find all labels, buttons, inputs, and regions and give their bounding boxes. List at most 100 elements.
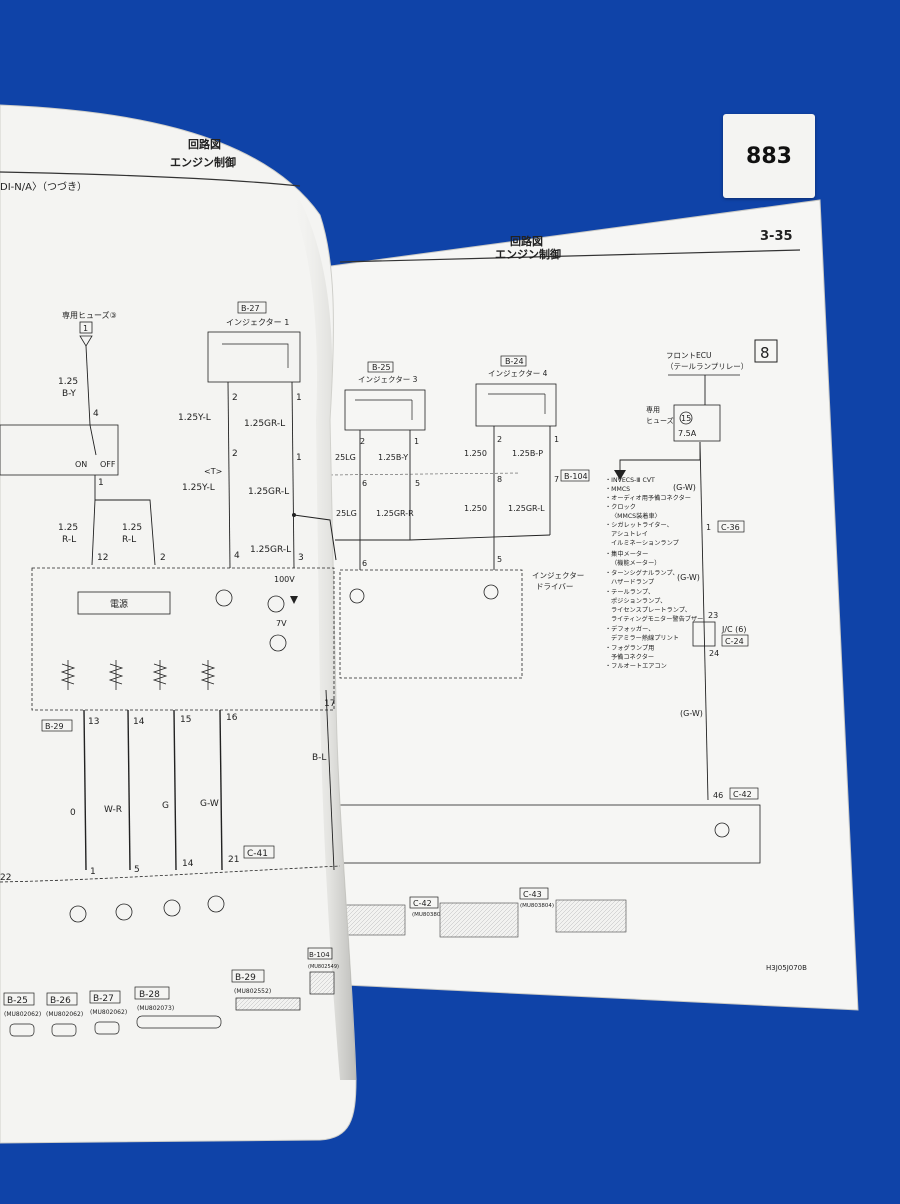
left-title: 回路図: [188, 137, 221, 151]
fc-b29: B-29: [235, 973, 256, 983]
pin-5: 5: [497, 555, 502, 564]
pin-3: 3: [298, 553, 304, 563]
fuse-pin-box: [79, 321, 93, 334]
inj1-wire-a: 1.25Y-L: [178, 413, 211, 423]
dest-1: ・MMCS: [605, 486, 630, 493]
resistor-2: [108, 660, 124, 690]
relay-pin-bottom: 1: [98, 478, 104, 488]
pin-21-lower: 21: [228, 855, 239, 865]
resistor-4: [200, 660, 216, 690]
jc-label: J/C (6): [721, 625, 747, 634]
right-page: 回路図 エンジン制御 3-35 8 B-25 インジェクター 3 2 1 25L…: [315, 199, 859, 1011]
dest-17: デアミラー熱線プリント: [611, 634, 679, 642]
wire-c-label: 1.25GR-L: [250, 545, 291, 555]
transistor-1: [215, 589, 233, 607]
inj1-pin-c: 2: [232, 449, 238, 459]
pin-1-lower: 1: [90, 867, 96, 877]
out-transistor-2: [115, 903, 133, 921]
inj4-wire-d: 1.25GR-L: [508, 504, 545, 513]
left-page-paper: [0, 104, 357, 1144]
wire-b-color: R-L: [122, 535, 136, 545]
wire-13: [83, 709, 87, 871]
fc-b27-part: (MU802062): [90, 1009, 127, 1016]
wire-g: G: [162, 801, 169, 811]
fc-b26-box: [46, 992, 78, 1006]
injector1-box: [207, 331, 301, 383]
c43-tag: C-43: [523, 890, 542, 899]
pin-22: 22: [0, 873, 11, 883]
dest-14: ライセンスプレートランプ、: [611, 607, 691, 614]
dest-13: ポジションランプ、: [611, 597, 666, 605]
wire-gw: G-W: [200, 799, 219, 809]
c43-tag-box: [519, 887, 549, 900]
dest-20: ・フルオートエアコン: [605, 663, 667, 670]
fuse-wire-color: B-Y: [62, 389, 76, 399]
dest-9: （機能メーター）: [611, 559, 661, 567]
dest-18: ・フォグランプ用: [605, 644, 654, 652]
zener-diode: [290, 596, 298, 604]
volt-100: 100V: [274, 575, 295, 584]
fc-b25: B-25: [7, 996, 28, 1006]
pin-13: 13: [88, 717, 99, 727]
pin-2: 2: [160, 553, 166, 563]
c42-part: (MU803803): [412, 912, 446, 918]
connector-c42: C-42: [733, 790, 752, 799]
section-box-label: 8: [760, 344, 770, 362]
left-page: 回路図 エンジン制御 DI-N/A〉（つづき） 専用ヒューズ③ 1 1.25 B…: [0, 104, 357, 1144]
inj4-pin-a: 2: [497, 435, 502, 444]
fc-b26-part: (MU802062): [46, 1011, 83, 1018]
dest-7: イルミネーションランプ: [611, 540, 680, 547]
pin-24: 24: [709, 649, 719, 658]
relay-on: ON: [75, 460, 87, 469]
wire-a-gauge: 1.25: [58, 523, 78, 533]
right-title: 回路図: [510, 234, 543, 248]
connector-c24: C-24: [725, 637, 744, 646]
fuse-number-ring: [679, 411, 693, 425]
inj3-wire-b: 1.25B-Y: [378, 453, 408, 462]
pin-12: 12: [97, 553, 108, 563]
fc-b28: B-28: [139, 990, 160, 1000]
fc-b26-shape: [51, 1023, 77, 1037]
branch-arrow: [614, 470, 626, 480]
fc-b28-box: [134, 986, 170, 1000]
lower-dashed-border: [0, 865, 341, 883]
out-transistor-1: [69, 905, 87, 923]
dest-2: ・オーディオ用予備コネクター: [605, 494, 691, 502]
connector-c36: C-36: [721, 523, 740, 532]
dest-8: ・集中メーター: [605, 550, 648, 558]
left-pin-table: [344, 904, 406, 936]
front-ecu-sub: （テールランプリレー）: [666, 362, 748, 371]
wire-a-color: R-L: [62, 535, 76, 545]
dest-0: ・INVECS-Ⅲ CVT: [605, 477, 655, 484]
gw-trunk: [699, 441, 709, 801]
inj1-wire-d: 1.25GR-L: [248, 487, 289, 497]
fuse-wire-gauge: 1.25: [58, 377, 78, 387]
fuse-arrow: [79, 335, 93, 347]
injector4-box: [475, 383, 557, 427]
connector-b27: B-27: [241, 304, 260, 313]
dest-6: アシュトレイ: [611, 531, 648, 538]
connector-b24-box: [500, 355, 527, 367]
relay-pin-top: 4: [93, 409, 99, 419]
fc-b27: B-27: [93, 994, 114, 1004]
fuse-label: 専用ヒューズ③: [62, 310, 117, 320]
fc-b29-shape: [235, 997, 301, 1011]
c42-pin-table: [439, 902, 519, 938]
resistor-3: [152, 660, 168, 690]
ecm-box: [31, 567, 335, 711]
transistor-3: [349, 588, 365, 604]
bus-junction: [292, 513, 296, 517]
drawing-code: H3J05J070B: [766, 964, 807, 972]
left-header-rule: [0, 171, 301, 187]
connector-c41-box: [243, 845, 275, 859]
right-subtitle: エンジン制御: [495, 247, 561, 261]
c43-part: (MU803804): [520, 903, 554, 909]
power-label: 電源: [110, 599, 128, 610]
connector-b104-box: [560, 469, 590, 482]
dashed-separator: [329, 472, 521, 476]
inj1-wire-left: [227, 381, 231, 569]
inj3-wire-c: 25LG: [336, 509, 357, 518]
inj3-wire-d: 1.25GR-R: [376, 509, 414, 518]
fc-b25-part: (MU802062): [4, 1011, 41, 1018]
inj4-wire-c: 1.250: [464, 504, 487, 513]
